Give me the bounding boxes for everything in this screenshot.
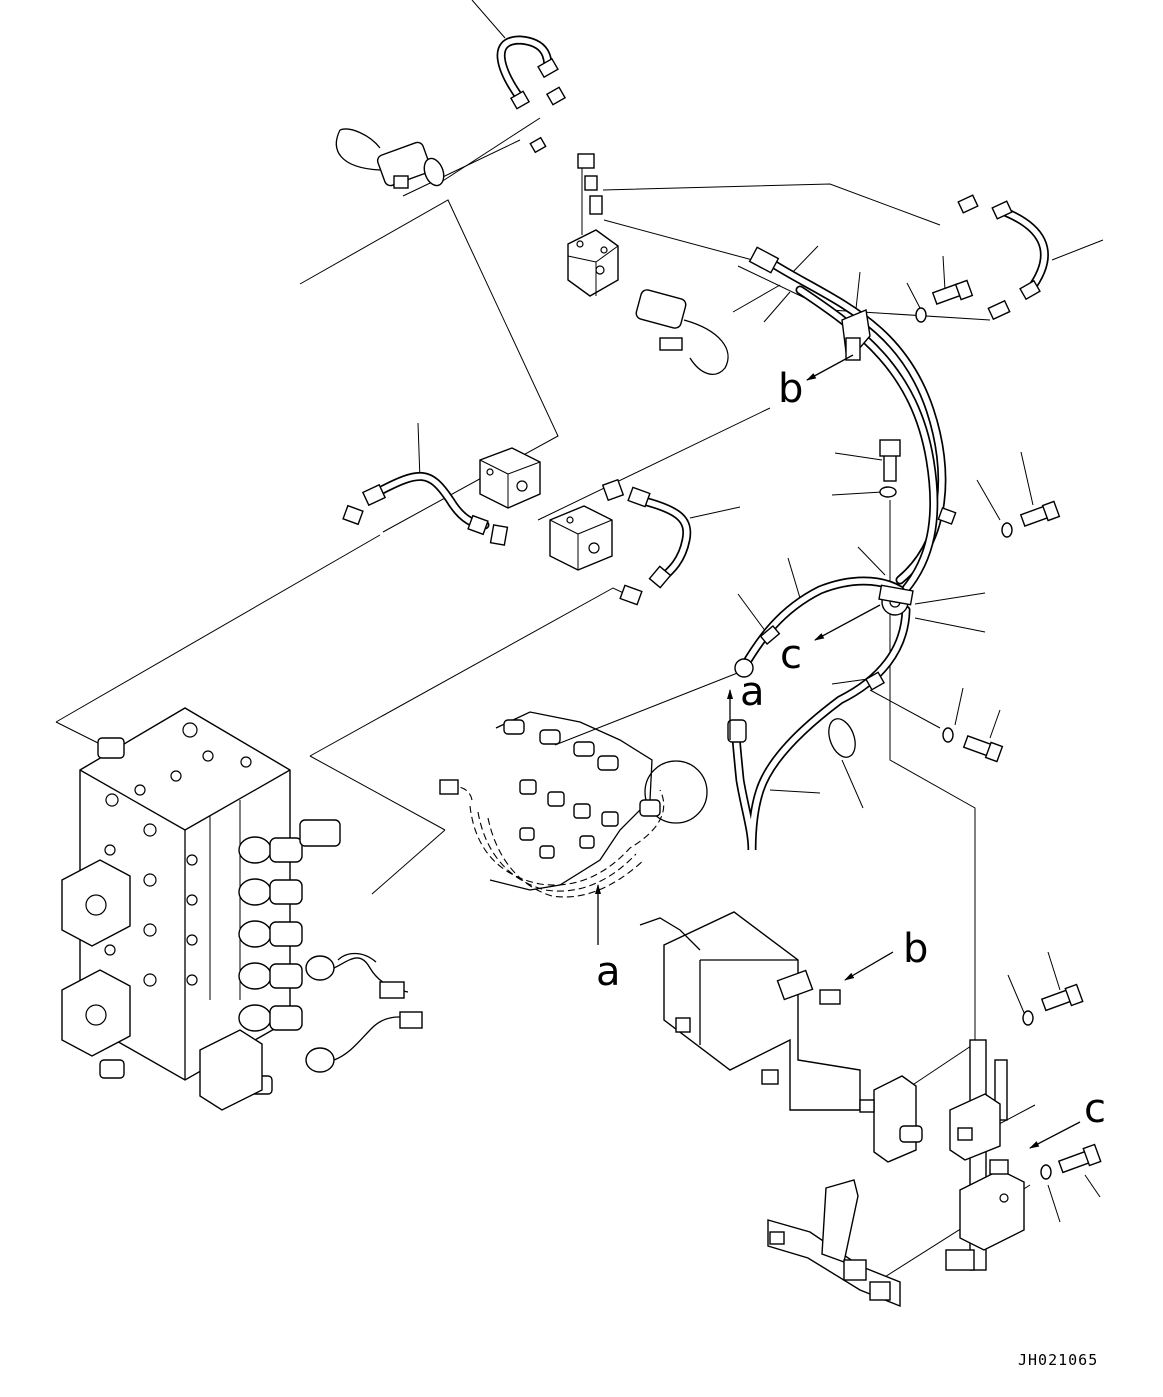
control-valve — [61, 707, 423, 1111]
ref-letter-c-lower: c — [1084, 1086, 1106, 1132]
center-reference-assembly — [439, 711, 708, 898]
washer-3 — [1001, 522, 1013, 538]
reference-letters: b c a a b c — [596, 366, 1106, 1132]
washer-2 — [879, 486, 897, 498]
fittings — [342, 57, 1041, 743]
bolt-5 — [1040, 983, 1084, 1012]
hoses — [373, 35, 1049, 851]
drawing-code: JH021065 — [1018, 1351, 1098, 1369]
bolt-3 — [1019, 500, 1061, 527]
ref-letter-c-upper: c — [780, 632, 802, 678]
bolt-2 — [879, 439, 901, 482]
bolts-washers — [879, 279, 1102, 1180]
ref-letter-a-upper: a — [740, 669, 765, 715]
bottom-bracket-plate — [767, 1179, 901, 1308]
bolt-4 — [962, 735, 1004, 763]
lower-bracket — [639, 911, 923, 1163]
hose-top-u — [496, 35, 553, 103]
valve-harness — [333, 952, 423, 1061]
ref-letter-b-lower: b — [903, 926, 928, 972]
hose-right-upper — [995, 205, 1049, 295]
right-mount-bracket — [945, 1039, 1025, 1271]
valve-side-covers — [61, 737, 273, 1111]
arrow-c-lower — [1029, 1121, 1081, 1149]
bolt-6 — [1057, 1143, 1102, 1174]
arrow-b-upper — [806, 354, 854, 381]
ref-letter-a-lower: a — [596, 949, 621, 995]
reference-fittings — [503, 719, 661, 859]
reference-arrows — [595, 354, 1081, 1149]
washer-4 — [942, 727, 954, 743]
bolt-1 — [931, 279, 974, 305]
washer-6 — [1040, 1164, 1052, 1180]
valve-solenoids — [238, 819, 341, 1073]
arrow-b-lower — [844, 951, 894, 981]
ref-letter-b-upper: b — [778, 366, 803, 412]
clamps — [828, 309, 914, 758]
hose-left-mid — [373, 472, 490, 530]
washer-5 — [1022, 1010, 1034, 1026]
mid-blocks — [479, 447, 613, 571]
hose-branch-a — [740, 576, 905, 670]
valve-holes — [104, 722, 252, 1016]
hose-center-mid — [635, 495, 692, 585]
upper-valve-assembly — [335, 128, 729, 375]
arrow-c-upper — [814, 604, 881, 641]
washer-1 — [915, 307, 927, 323]
